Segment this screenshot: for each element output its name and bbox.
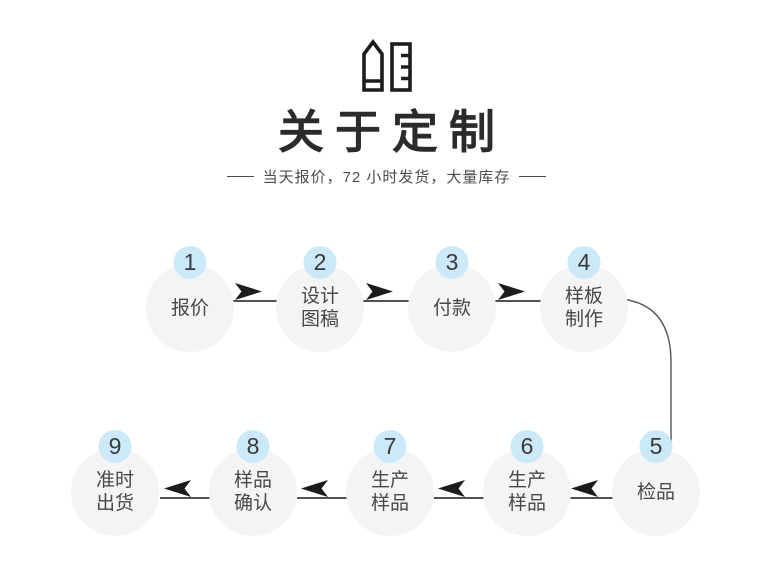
flow-step-1: 1 报价 (146, 246, 234, 352)
step-label: 设计图稿 (300, 286, 339, 330)
step-circle: 生产样品 (346, 448, 434, 536)
flow-step-8: 8 样品确认 (209, 430, 297, 536)
section-subtitle: 当天报价，72 小时发货，大量库存 (0, 166, 773, 187)
flow-step-5: 5 检品 (612, 430, 700, 536)
step-number-badge: 4 (567, 246, 601, 279)
flow-step-2: 2 设计图稿 (276, 246, 364, 352)
step-number-badge: 1 (173, 246, 207, 279)
flow-connector-line (434, 497, 488, 499)
step-number-badge: 8 (236, 430, 270, 463)
step-label: 检品 (636, 481, 675, 503)
flow-connector-line (297, 497, 351, 499)
pencil-ruler-icon (361, 39, 412, 92)
subtitle-text: 当天报价，72 小时发货，大量库存 (262, 169, 511, 186)
flow-connector-line (491, 300, 545, 302)
flow-connector-line (228, 300, 282, 302)
flow-step-3: 3 付款 (408, 246, 496, 352)
flow-connector-line (567, 497, 621, 499)
step-number-badge: 2 (303, 246, 337, 279)
step-label: 生产样品 (370, 470, 409, 514)
step-label: 准时出货 (95, 470, 134, 514)
step-number-badge: 9 (98, 430, 132, 463)
flow-connector-line (160, 497, 214, 499)
step-number-badge: 5 (639, 430, 673, 463)
step-number-badge: 6 (510, 430, 544, 463)
step-circle: 生产样品 (483, 448, 571, 536)
flow-step-7: 7 生产样品 (346, 430, 434, 536)
step-label: 样板制作 (564, 286, 603, 330)
subtitle-dash-left (226, 175, 254, 178)
subtitle-dash-right (519, 175, 547, 178)
flow-step-6: 6 生产样品 (483, 430, 571, 536)
flow-connector-line (359, 300, 413, 302)
flow-step-9: 9 准时出货 (71, 430, 159, 536)
section-title: 关于定制 (278, 106, 506, 158)
step-label: 生产样品 (507, 470, 546, 514)
step-number-badge: 3 (435, 246, 469, 279)
step-label: 付款 (432, 297, 471, 319)
step-label: 报价 (170, 297, 209, 319)
step-number-badge: 7 (373, 430, 407, 463)
flow-step-4: 4 样板制作 (540, 246, 628, 352)
step-label: 样品确认 (233, 470, 272, 514)
